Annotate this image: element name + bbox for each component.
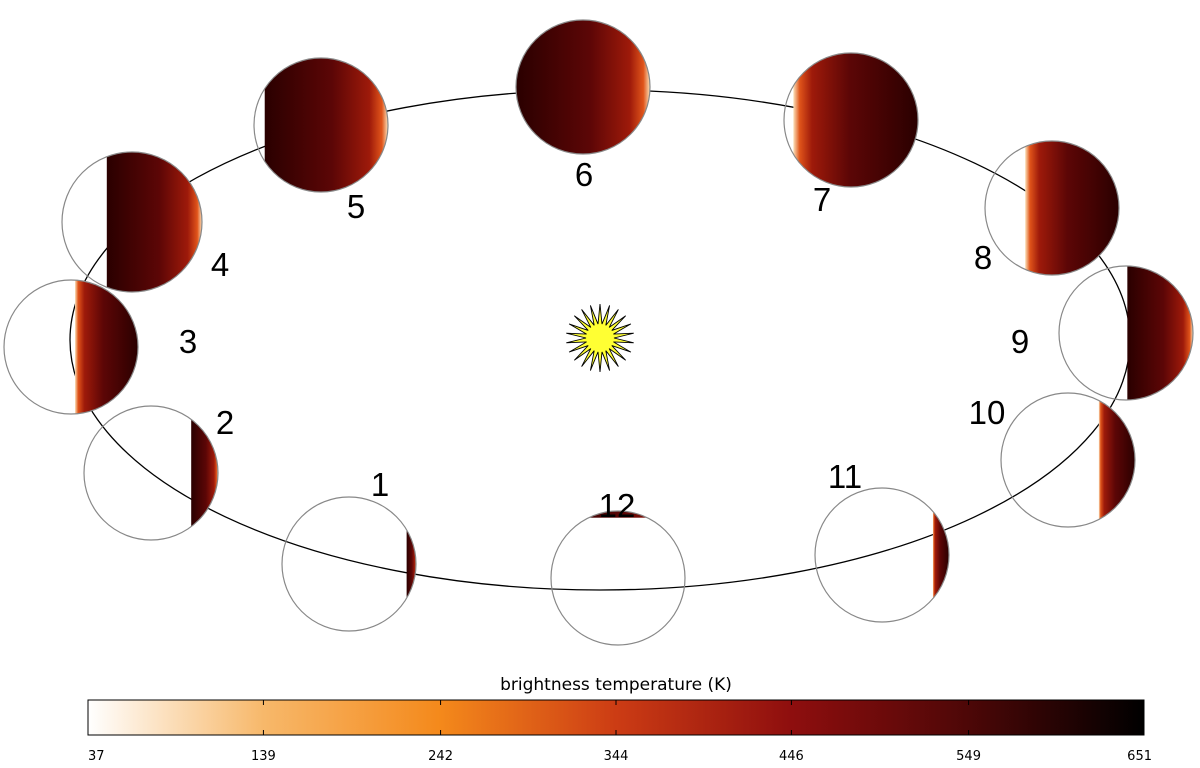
phase-11: 11 <box>814 458 950 623</box>
colorbar-ticks: 37 139 242 344 446 549 651 <box>87 700 1152 764</box>
lit-region-3 <box>75 280 138 414</box>
lit-region-5 <box>264 58 388 192</box>
phase-label-8: 8 <box>974 239 992 276</box>
disk-outline-4 <box>61 151 203 293</box>
lit-region-1 <box>406 497 416 631</box>
colorbar-title: brightness temperature (K) <box>500 675 732 695</box>
phase-8: 8 <box>974 140 1120 276</box>
tick-label-446: 446 <box>779 749 804 764</box>
phase-label-1: 1 <box>371 466 389 503</box>
phase-4: 4 <box>61 151 229 293</box>
disk-outline-1 <box>281 496 417 632</box>
phase-label-9: 9 <box>1011 323 1029 360</box>
phase-2: 2 <box>83 404 234 541</box>
tick-label-549: 549 <box>956 749 981 764</box>
lit-region-4 <box>106 152 202 292</box>
phase-label-4: 4 <box>211 246 229 283</box>
phase-3: 3 <box>3 279 197 415</box>
disk-outline-6 <box>515 19 651 155</box>
disk-outline-2 <box>83 405 219 541</box>
disk-outline-5 <box>253 57 389 193</box>
tick-label-139: 139 <box>251 749 276 764</box>
sun-icon <box>566 303 634 373</box>
phase-label-7: 7 <box>813 181 831 218</box>
tick-label-37: 37 <box>88 749 105 764</box>
phase-7: 7 <box>783 52 919 218</box>
disk-outline-11 <box>814 487 950 623</box>
lit-region-11 <box>932 488 949 622</box>
lit-region-9 <box>1127 266 1193 400</box>
disk-outline-9 <box>1058 265 1194 401</box>
phase-label-6: 6 <box>575 156 593 193</box>
lit-region-10 <box>1098 393 1135 527</box>
lit-region-2 <box>191 406 218 540</box>
phase-9: 9 <box>1011 265 1194 401</box>
phase-label-3: 3 <box>179 323 197 360</box>
colorbar <box>87 699 1145 736</box>
phase-1: 1 <box>281 466 417 632</box>
phase-12: 12 <box>550 487 686 646</box>
lit-region-7 <box>793 53 918 187</box>
phase-6: 6 <box>515 19 651 193</box>
lit-region-6 <box>516 20 650 154</box>
tick-label-651: 651 <box>1127 749 1152 764</box>
phase-label-10: 10 <box>969 394 1006 431</box>
tick-label-242: 242 <box>428 749 453 764</box>
phase-label-11: 11 <box>828 458 862 495</box>
lit-region-8 <box>1025 141 1119 275</box>
disk-outline-3 <box>3 279 139 415</box>
phase-5: 5 <box>253 57 389 225</box>
lit-region-12 <box>551 511 685 518</box>
disk-outline-8 <box>984 140 1120 276</box>
disk-outline-10 <box>1000 392 1136 528</box>
disk-outline-12 <box>550 510 686 646</box>
tick-label-344: 344 <box>604 749 629 764</box>
phase-label-12: 12 <box>599 487 636 524</box>
phase-label-5: 5 <box>347 188 365 225</box>
phase-label-2: 2 <box>216 404 234 441</box>
disk-outline-7 <box>783 52 919 188</box>
